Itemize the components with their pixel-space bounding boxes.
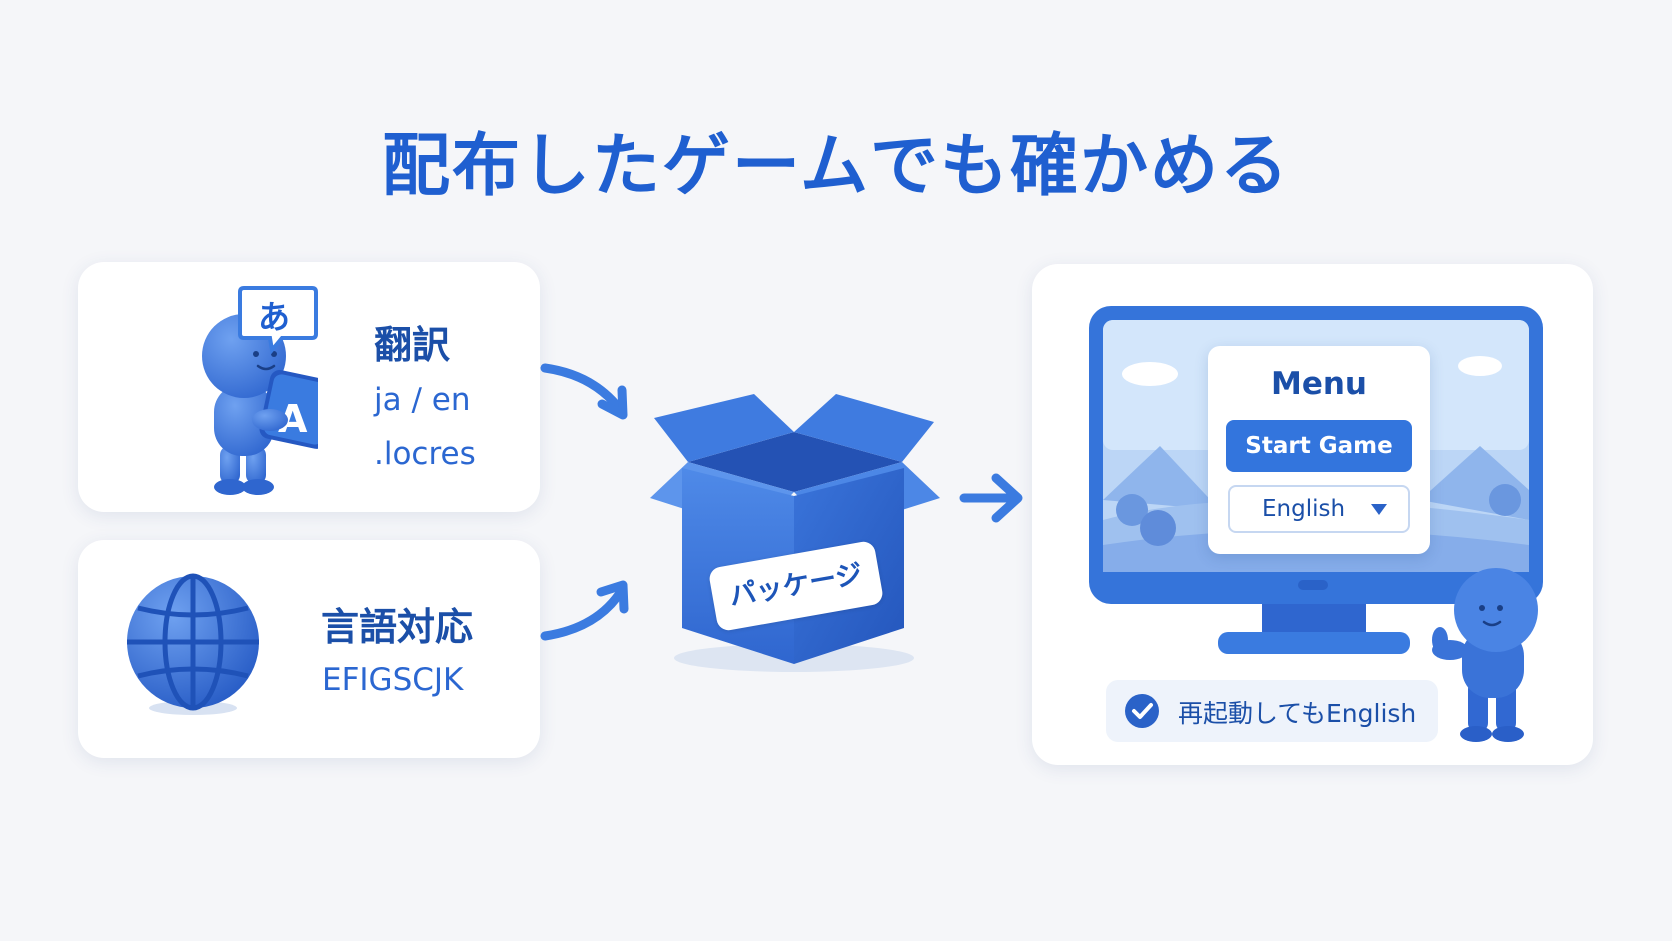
language-dropdown[interactable]: English [1228, 485, 1410, 533]
page-title: 配布したゲームでも確かめる [382, 127, 1290, 206]
persist-status-badge: 再起動してもEnglish [1106, 680, 1438, 742]
globe-icon [127, 573, 259, 715]
translation-card: A あ 翻訳 ja / en .locres [78, 262, 540, 512]
locres-extension-text: .locres [374, 436, 476, 472]
arrow-icon [540, 580, 629, 641]
game-menu-panel: Menu Start Game English [1208, 346, 1430, 554]
language-support-card: 言語対応 EFIGSCJK [78, 540, 540, 758]
language-codes-text: EFIGSCJK [322, 662, 464, 698]
start-game-button[interactable]: Start Game [1226, 420, 1412, 472]
check-circle-icon [1125, 694, 1159, 728]
locale-pair-text: ja / en [374, 382, 471, 418]
language-support-heading: 言語対応 [321, 605, 474, 649]
bubble-char: あ [258, 298, 290, 336]
arrow-icon [540, 363, 628, 420]
package-label: パッケージ [707, 539, 885, 633]
speech-bubble-icon: あ [238, 286, 318, 355]
persist-status-text: 再起動してもEnglish [1178, 699, 1417, 728]
arrow-icon [959, 473, 1023, 523]
mascot-thumbs-up-icon [1432, 568, 1538, 742]
menu-title: Menu [1270, 366, 1367, 402]
box-icon [650, 394, 940, 672]
language-dropdown-value: English [1262, 496, 1346, 522]
chevron-down-icon [1371, 504, 1387, 515]
translation-heading: 翻訳 [374, 323, 451, 367]
mascot-with-letter-tile-icon: A [202, 314, 318, 495]
